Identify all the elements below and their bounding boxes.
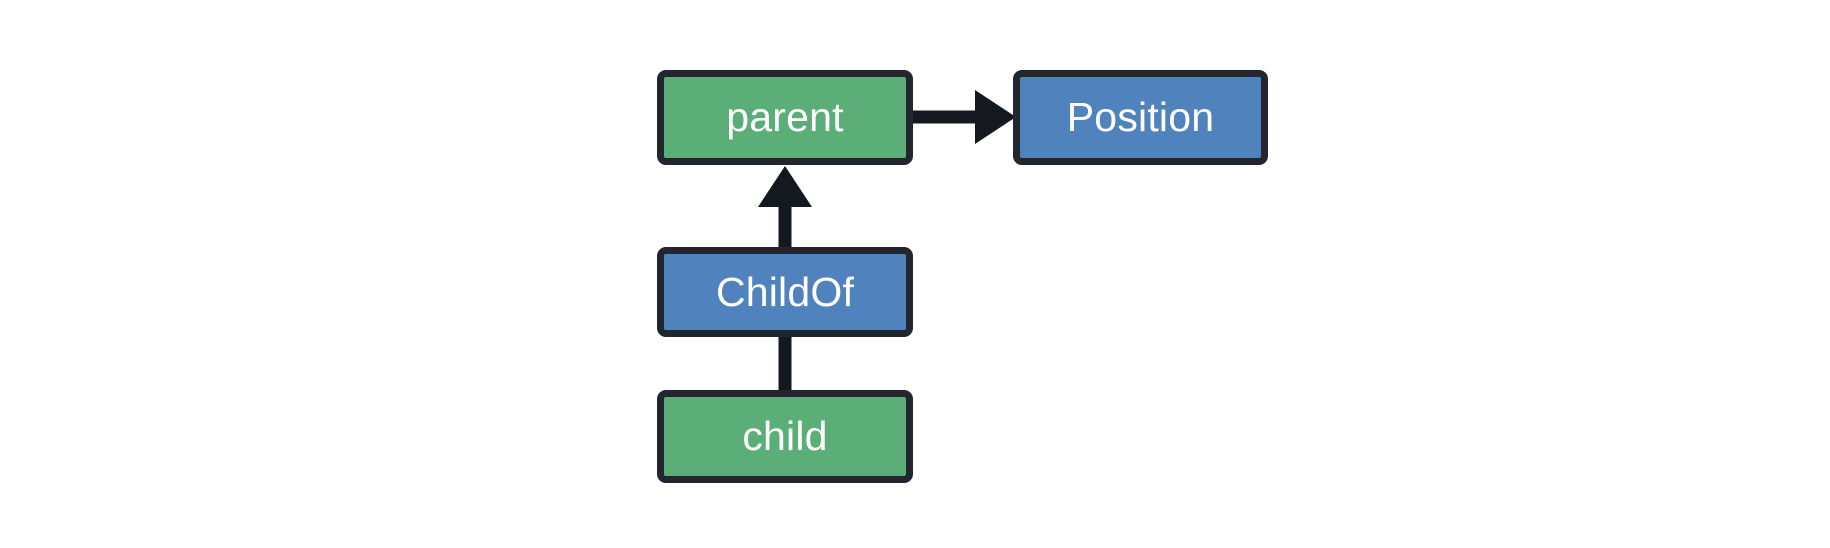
node-childof[interactable]: ChildOf xyxy=(657,247,913,337)
node-child-label: child xyxy=(742,413,828,459)
node-parent-label: parent xyxy=(726,94,844,140)
edge-parent-to-position xyxy=(911,90,1016,144)
edge-childof-to-parent xyxy=(758,166,812,250)
node-child[interactable]: child xyxy=(657,390,913,483)
node-parent[interactable]: parent xyxy=(657,70,913,165)
node-childof-label: ChildOf xyxy=(715,268,855,315)
node-position-label: Position xyxy=(1066,94,1215,140)
node-position[interactable]: Position xyxy=(1013,70,1268,165)
